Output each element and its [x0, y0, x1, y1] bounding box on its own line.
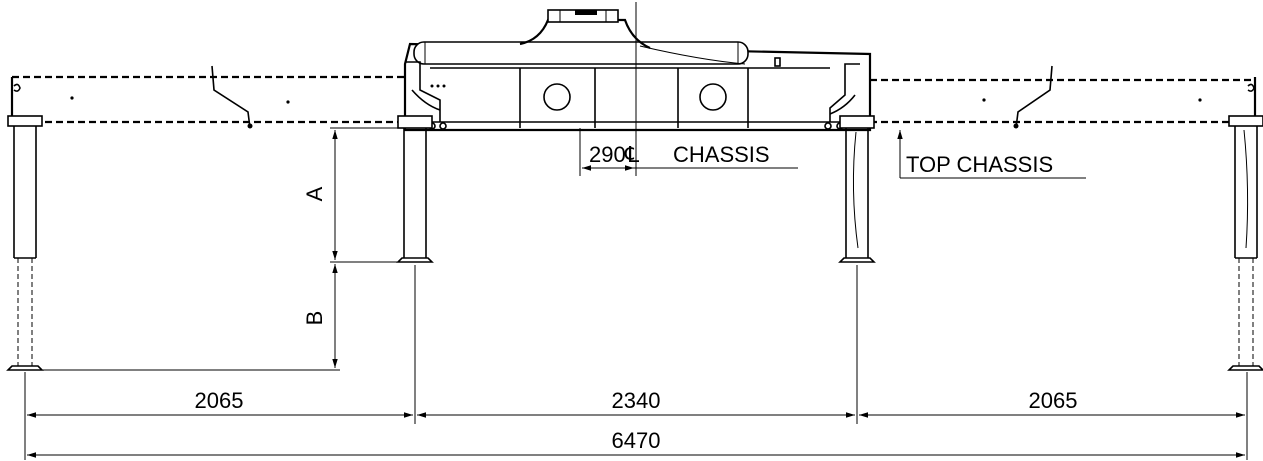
centerline-symbol: ℄: [624, 142, 640, 167]
dimension-overall: 6470: [612, 428, 661, 453]
dimension-left-span: 2065: [195, 388, 244, 413]
dimension-a-b: [20, 127, 405, 371]
centerline-chassis-label: CHASSIS: [673, 142, 770, 167]
span-dimensions: [24, 265, 1248, 460]
leg-far-left: [6, 115, 44, 371]
dimension-b-label: B: [302, 311, 327, 326]
dimension-center-span: 2340: [612, 388, 661, 413]
leg-far-right: [1227, 115, 1263, 371]
right-outrigger-beam: [870, 65, 1257, 129]
dimension-right-span: 2065: [1029, 388, 1078, 413]
leg-inner-left: [396, 115, 434, 263]
leg-inner-right: [838, 115, 876, 263]
chassis-housing: [403, 9, 872, 132]
top-chassis-leader: [897, 130, 1086, 179]
left-outrigger-beam: [10, 65, 405, 129]
top-chassis-label: TOP CHASSIS: [906, 152, 1053, 177]
offset-value: 290: [589, 142, 626, 167]
dimension-a-label: A: [302, 186, 327, 201]
